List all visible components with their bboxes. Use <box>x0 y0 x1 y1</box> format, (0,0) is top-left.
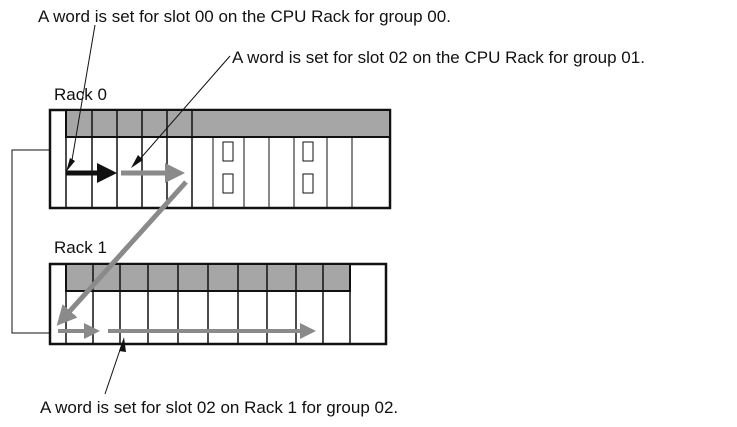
callout-line-slot02-rack0 <box>139 55 231 160</box>
callout-arrowhead <box>131 155 143 168</box>
callout-arrowhead <box>66 158 75 172</box>
rack-0-unit-header <box>65 109 391 138</box>
callout-arrowhead <box>119 337 126 352</box>
callout-line-slot00 <box>71 24 96 161</box>
allocation-arrow-rack-transfer <box>56 180 188 326</box>
annotation-slot02-cpu-rack: A word is set for slot 02 on the CPU Rac… <box>232 48 645 67</box>
annotation-slot00-cpu-rack: A word is set for slot 00 on the CPU Rac… <box>38 7 451 26</box>
rack-0 <box>48 108 392 210</box>
expansion-cable <box>11 149 50 334</box>
rack-0-connector-window <box>222 173 234 194</box>
rack-0-connector-window <box>302 141 314 162</box>
rack-0-connector-window <box>222 141 234 162</box>
callout-line-slot02-rack1 <box>104 343 123 395</box>
rack1-label: Rack 1 <box>54 238 107 257</box>
annotation-slot02-rack1: A word is set for slot 02 on Rack 1 for … <box>40 398 399 417</box>
rack0-label: Rack 0 <box>54 85 107 104</box>
rack-0-connector-window <box>302 173 314 194</box>
